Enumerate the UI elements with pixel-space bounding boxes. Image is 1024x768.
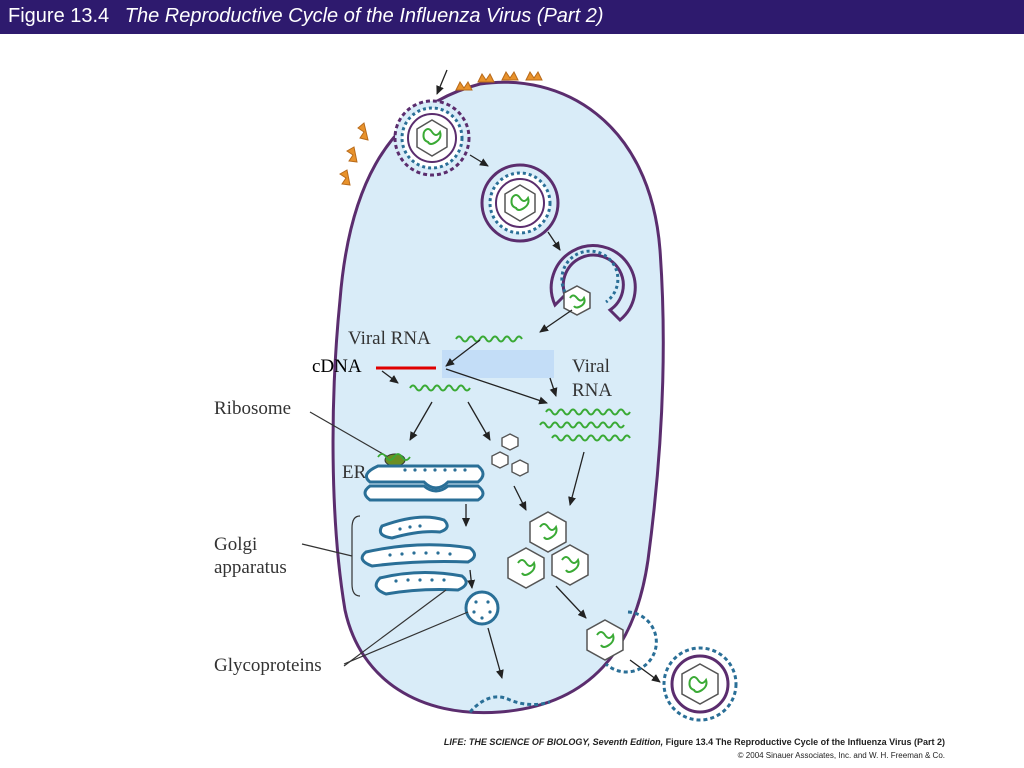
label-viral-rna-right-1: Viral bbox=[572, 356, 610, 377]
arrow-cdna-to-viral-rna bbox=[445, 368, 548, 405]
er-glycoproteins bbox=[403, 468, 467, 472]
slide-title: Figure 13.4 The Reproductive Cycle of th… bbox=[8, 5, 603, 28]
entry-arrows bbox=[436, 69, 573, 333]
credit-book: LIFE: THE SCIENCE OF BIOLOGY, Seventh Ed… bbox=[443, 737, 664, 747]
golgi-pointer bbox=[301, 543, 353, 557]
golgi-glycoproteins bbox=[388, 524, 452, 583]
glycoprotein-pointer-1 bbox=[343, 611, 469, 665]
credit-figure-ref: Figure 13.4 The Reproductive Cycle of th… bbox=[665, 737, 945, 747]
ribosome-pointer bbox=[309, 411, 391, 459]
ribosome-mrna bbox=[377, 453, 411, 461]
capsid-proteins bbox=[491, 433, 529, 477]
translation-arrows bbox=[409, 401, 585, 506]
assembly-arrows bbox=[513, 485, 661, 683]
label-er: ER bbox=[342, 462, 367, 483]
label-ribosome: Ribosome bbox=[214, 398, 291, 419]
label-glycoproteins: Glycoproteins bbox=[214, 655, 322, 676]
budding-virion bbox=[586, 610, 658, 674]
label-viral-rna-right-2: RNA bbox=[572, 380, 612, 401]
golgi-apparatus bbox=[360, 515, 476, 596]
figure-caption: The Reproductive Cycle of the Influenza … bbox=[124, 5, 604, 27]
label-apparatus: apparatus bbox=[214, 557, 287, 578]
golgi-bracket bbox=[351, 515, 361, 597]
credit-line: LIFE: THE SCIENCE OF BIOLOGY, Seventh Ed… bbox=[400, 737, 945, 747]
figure-number: Figure 13.4 bbox=[8, 5, 110, 27]
label-viral-rna: Viral RNA bbox=[348, 328, 431, 349]
transport-vesicle bbox=[464, 590, 500, 626]
replicated-viral-rna bbox=[539, 408, 631, 442]
arrow-vesicle-to-membrane bbox=[487, 627, 504, 679]
arrow-rna-to-cdna bbox=[445, 339, 481, 367]
label-golgi: Golgi bbox=[214, 534, 257, 555]
title-bar: Figure 13.4 The Reproductive Cycle of th… bbox=[0, 0, 1024, 34]
mrna-strand bbox=[409, 384, 471, 392]
arrow-to-replicated-rna bbox=[549, 377, 558, 397]
virus-uncoating bbox=[549, 244, 637, 323]
label-cdna: cDNA bbox=[312, 356, 362, 377]
surface-receptors bbox=[339, 71, 543, 186]
endoplasmic-reticulum bbox=[363, 464, 485, 502]
virus-endosome bbox=[480, 163, 560, 243]
glycoprotein-pointer-2 bbox=[343, 589, 447, 667]
arrow-cdna-to-mrna bbox=[381, 370, 399, 384]
copyright-line: © 2004 Sinauer Associates, Inc. and W. H… bbox=[737, 751, 945, 760]
arrow-golgi-to-vesicle bbox=[467, 569, 476, 589]
virus-entering bbox=[393, 99, 471, 177]
viral-rna-strand bbox=[455, 335, 523, 343]
released-virion bbox=[662, 646, 738, 722]
vesicle-glycoproteins bbox=[472, 600, 492, 620]
membrane-glycoproteins-bottom bbox=[468, 695, 551, 714]
assembled-nucleocapsids bbox=[507, 511, 589, 589]
